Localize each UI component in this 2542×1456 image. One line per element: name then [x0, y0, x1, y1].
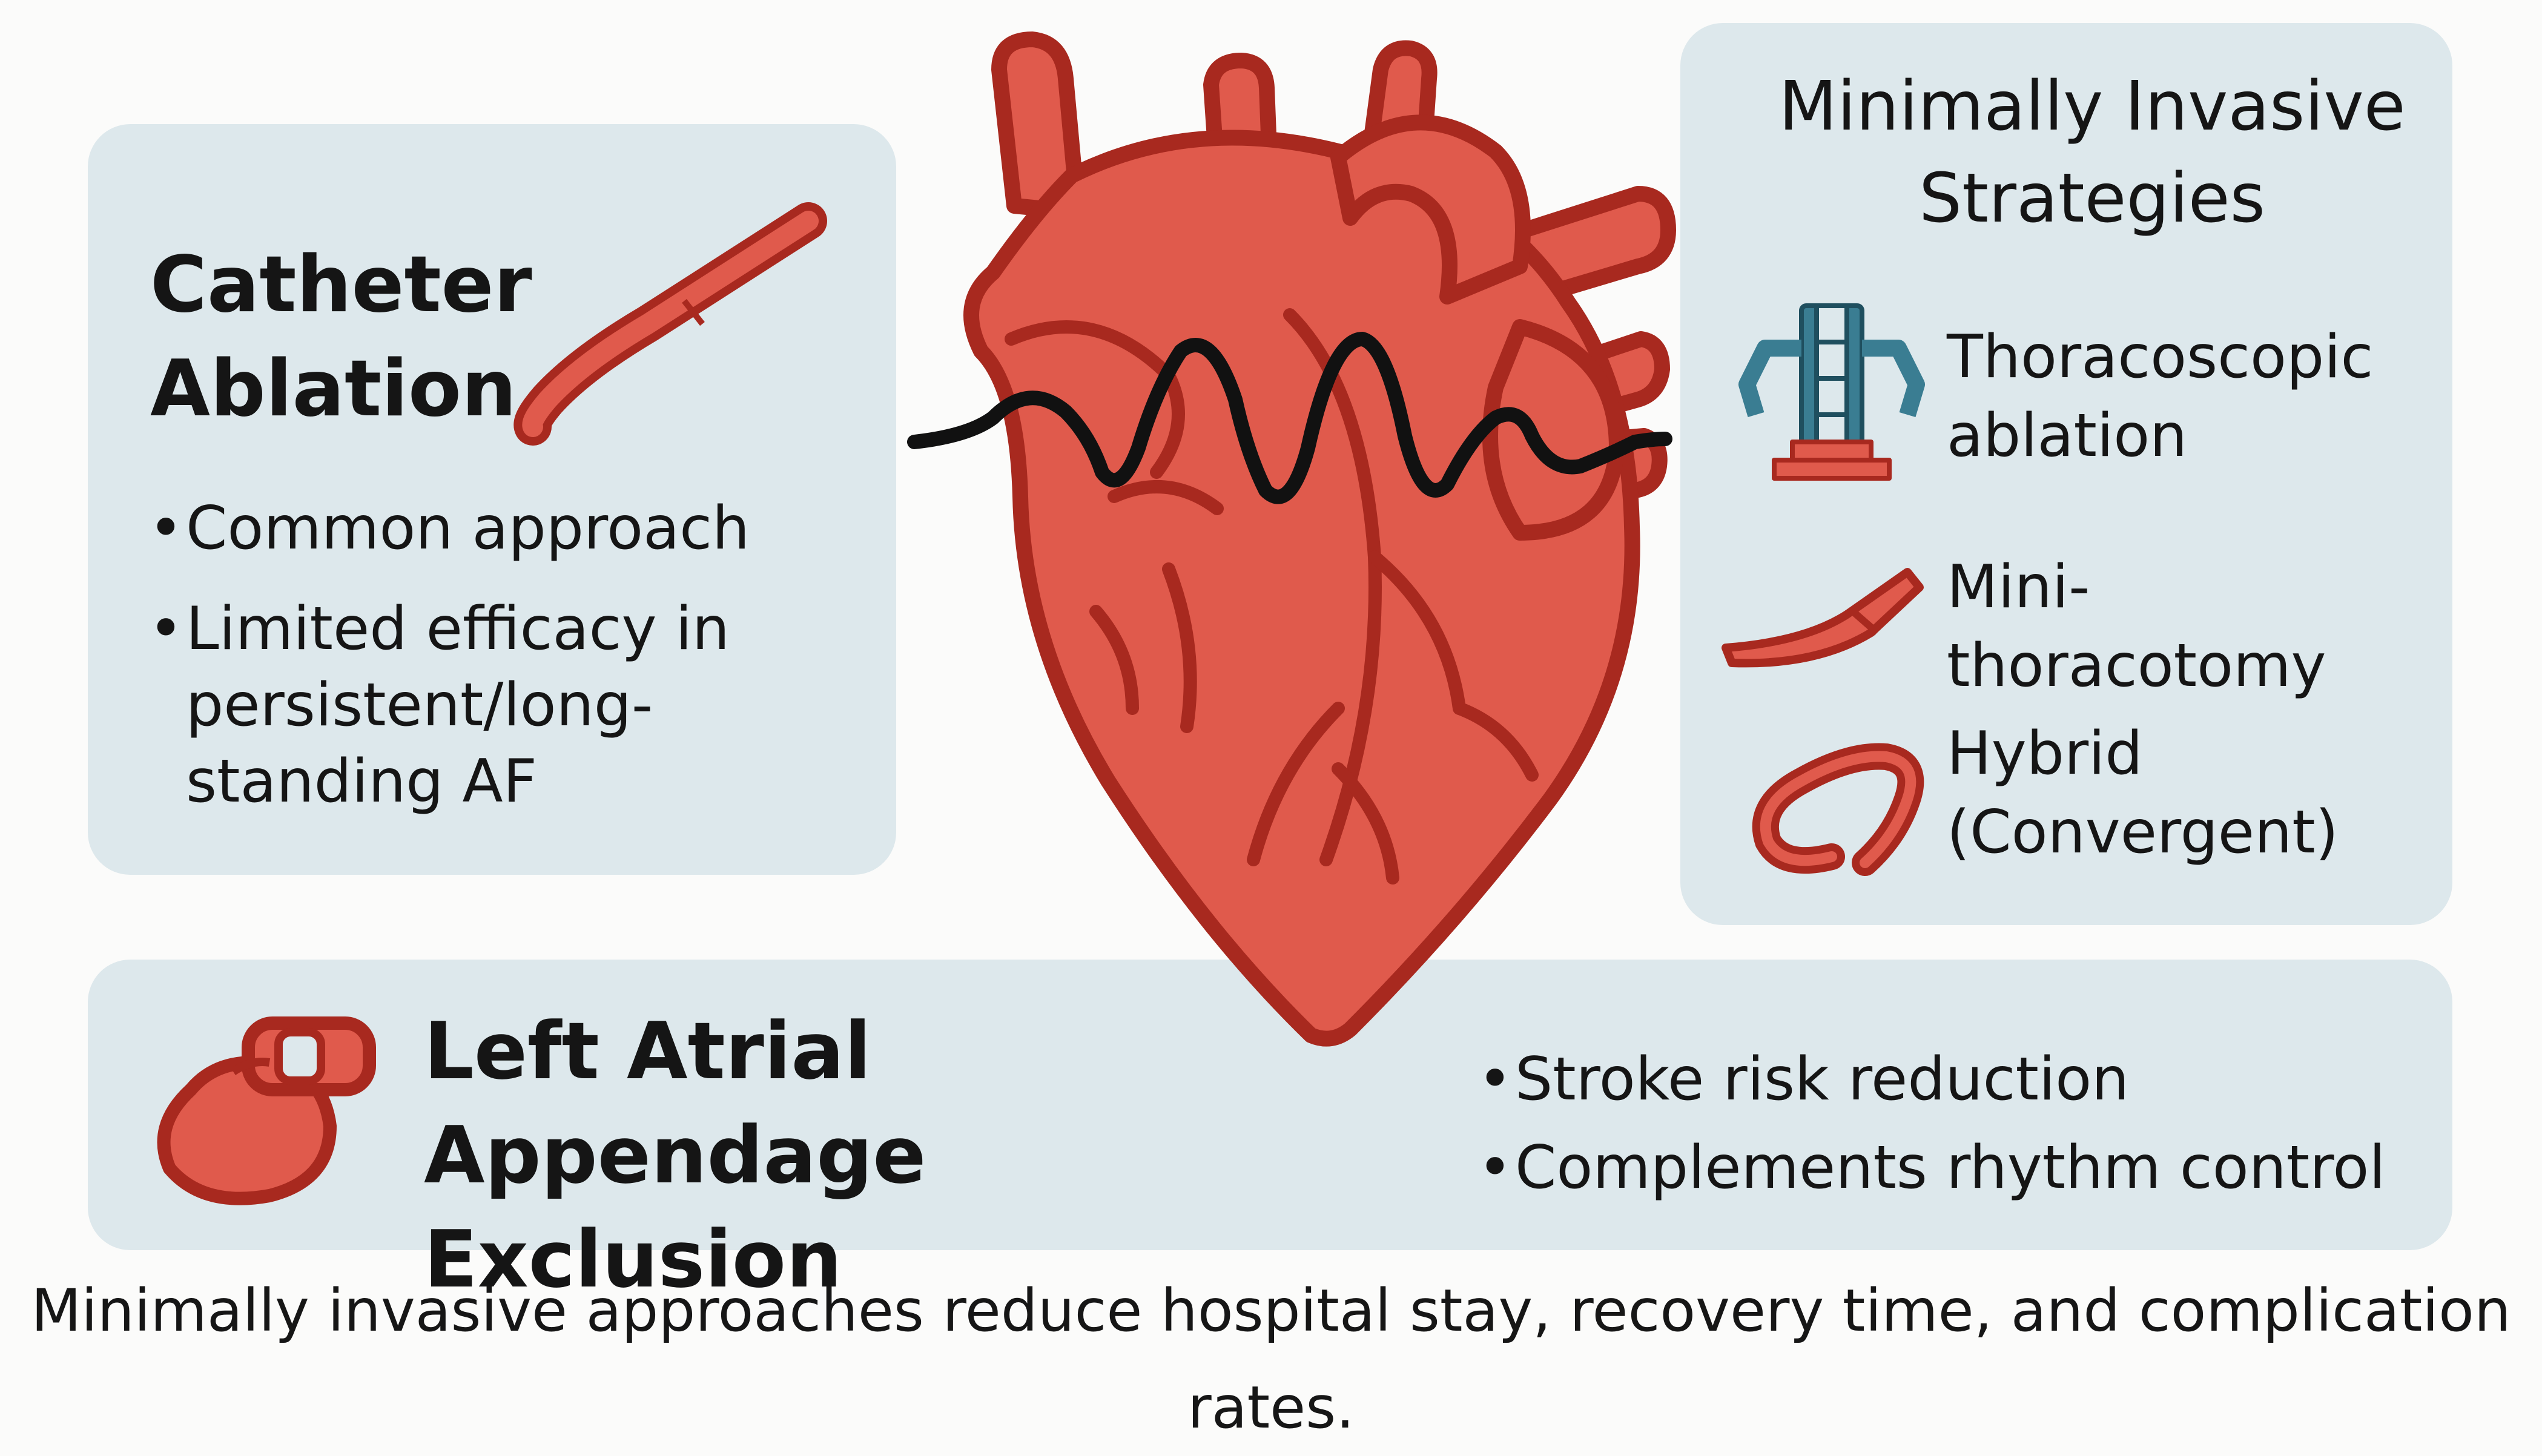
catheter-icon	[513, 202, 827, 446]
surgical-robot-icon	[1738, 303, 1925, 481]
strategy-line: Hybrid	[1947, 719, 2143, 788]
scalpel-icon	[1722, 568, 1924, 668]
catheter-ablation-title-line2: Ablation	[150, 344, 517, 434]
strategy-line: ablation	[1947, 401, 2188, 470]
footer-caption: Minimally invasive approaches reduce hos…	[31, 1277, 2511, 1441]
list-item: Limited efficacy in persistent/long-stan…	[148, 591, 893, 820]
minimally-invasive-title-line1: Minimally Invasive	[1778, 67, 2406, 146]
strategy-line: (Convergent)	[1947, 798, 2339, 867]
atrial-appendage-icon	[157, 1016, 376, 1205]
laa-exclusion-title: Left Atrial Appendage Exclusion	[424, 999, 1332, 1311]
list-item: Stroke risk reduction	[1477, 1035, 2446, 1124]
laa-exclusion-bullets: Stroke risk reduction Complements rhythm…	[1477, 1035, 2446, 1212]
minimally-invasive-title-line2: Strategies	[1919, 159, 2265, 238]
list-item: Complements rhythm control	[1477, 1124, 2446, 1212]
catheter-ablation-title: Catheter Ablation	[150, 233, 574, 441]
laa-exclusion-title-line1: Left Atrial Appendage	[424, 1005, 926, 1201]
strategy-hybrid-label: Hybrid (Convergent)	[1947, 714, 2443, 872]
fibrillation-waveform-icon	[907, 332, 1672, 504]
catheter-ablation-bullets: Common approach Limited efficacy in pers…	[148, 490, 893, 844]
strategy-mini-thoracotomy-label: Mini-thoracotomy	[1947, 548, 2449, 705]
strategy-thoracoscopic-label: Thoracoscopic ablation	[1947, 318, 2443, 475]
catheter-ablation-title-line1: Catheter	[150, 240, 532, 330]
heart-icon	[963, 31, 1676, 1047]
laa-exclusion-title-line2: Exclusion	[424, 1213, 842, 1305]
looped-catheter-icon	[1752, 743, 1924, 876]
strategy-line: Mini-thoracotomy	[1947, 553, 2326, 700]
minimally-invasive-title: Minimally Invasive Strategies	[1756, 61, 2428, 245]
list-item: Common approach	[148, 490, 893, 567]
strategy-line: Thoracoscopic	[1947, 323, 2374, 392]
